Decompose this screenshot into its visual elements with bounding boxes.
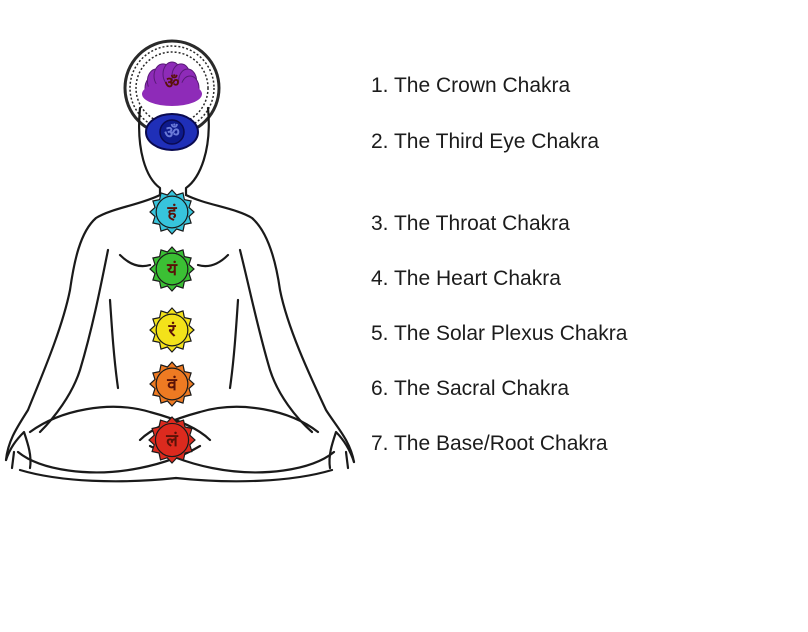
solar-plexus-symbol-glyph: रं (168, 321, 177, 341)
throat-symbol-glyph: हं (166, 203, 177, 223)
left-hand (4, 430, 32, 470)
shoulders-outline (4, 193, 162, 462)
third-eye-chakra-symbol: ॐ (145, 113, 199, 151)
left-arm-inner (38, 248, 110, 434)
crown-symbol-glyph: ॐ (165, 73, 180, 92)
root-symbol-glyph: लं (165, 431, 179, 451)
solar-plexus-chakra-label: 5. The Solar Plexus Chakra (371, 322, 628, 345)
heart-chakra-label: 4. The Heart Chakra (371, 267, 561, 290)
heart-symbol-glyph: यं (166, 260, 178, 280)
crown-chakra-label: 1. The Crown Chakra (371, 74, 571, 97)
chakra-marks: ॐ ॐ हं यं रं वं लं (142, 61, 202, 464)
solar-plexus-chakra-symbol: रं (149, 307, 195, 353)
chakra-labels: 1. The Crown Chakra 2. The Third Eye Chak… (371, 74, 628, 455)
throat-chakra-label: 3. The Throat Chakra (371, 212, 570, 235)
root-chakra-label: 7. The Base/Root Chakra (371, 432, 608, 455)
third-eye-symbol-glyph: ॐ (164, 123, 180, 143)
right-hand (328, 430, 356, 470)
torso-outline (108, 298, 240, 390)
heart-chakra-symbol: यं (149, 246, 195, 292)
root-chakra-symbol: लं (148, 416, 196, 464)
sacral-symbol-glyph: वं (166, 375, 178, 395)
third-eye-chakra-label: 2. The Third Eye Chakra (371, 130, 599, 153)
sacral-chakra-label: 6. The Sacral Chakra (371, 377, 569, 400)
sacral-chakra-symbol: वं (149, 361, 195, 407)
right-arm-inner (238, 248, 314, 434)
crown-chakra-symbol: ॐ (142, 61, 202, 106)
head-outline (138, 106, 210, 197)
throat-chakra-symbol: हं (149, 189, 195, 235)
